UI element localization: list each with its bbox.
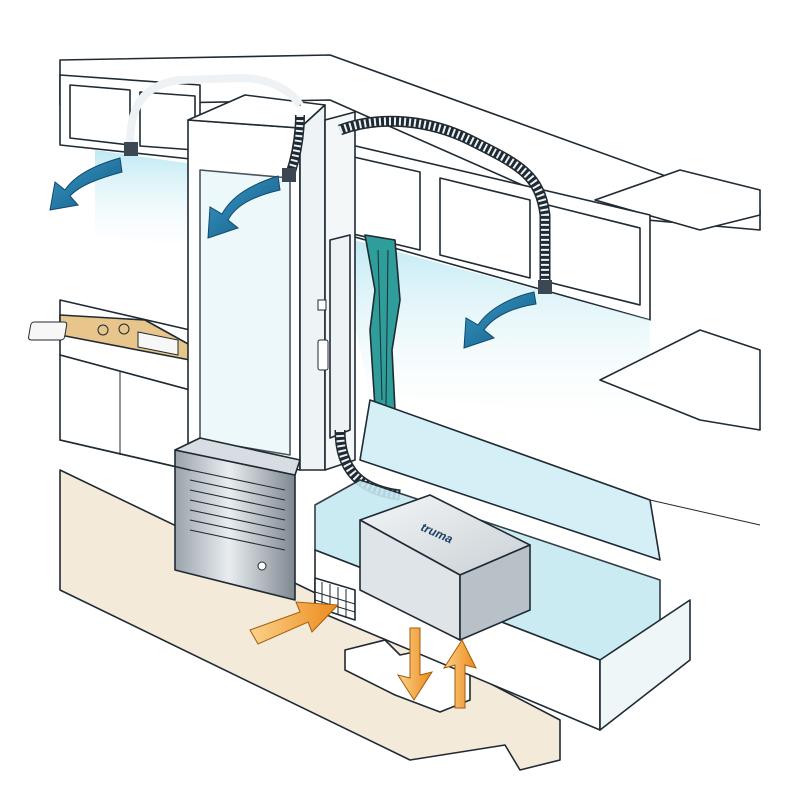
air-return-arrow-up bbox=[442, 638, 477, 709]
stove-burner-1 bbox=[97, 324, 109, 336]
air-conditioning-unit-icon: truma bbox=[359, 494, 531, 641]
ceiling-vent-icon bbox=[538, 280, 552, 294]
ceiling-right-ledge bbox=[594, 169, 761, 231]
right-wall-cold-zone bbox=[335, 235, 650, 420]
ceiling-vent-icon bbox=[124, 142, 138, 156]
vertical-duct-chase bbox=[317, 111, 356, 471]
stove-burner-2 bbox=[118, 323, 130, 335]
wardrobe-column bbox=[187, 94, 326, 471]
left-wall-cold-zone bbox=[95, 150, 200, 250]
cool-air-arrow-left bbox=[49, 157, 123, 211]
right-upper-cabinets bbox=[329, 139, 651, 321]
wall-heater-icon bbox=[174, 437, 301, 601]
air-return-arrow-down bbox=[396, 627, 434, 701]
right-partition bbox=[599, 329, 761, 431]
warm-air-inlet-arrow bbox=[249, 601, 340, 645]
kitchen-counter bbox=[28, 299, 191, 471]
ceiling-vent-icon bbox=[282, 168, 296, 182]
cool-air-arrow-wardrobe bbox=[207, 175, 281, 239]
cool-air-arrow-right bbox=[463, 291, 537, 349]
control-panel bbox=[317, 339, 329, 371]
light-switch bbox=[317, 299, 327, 311]
